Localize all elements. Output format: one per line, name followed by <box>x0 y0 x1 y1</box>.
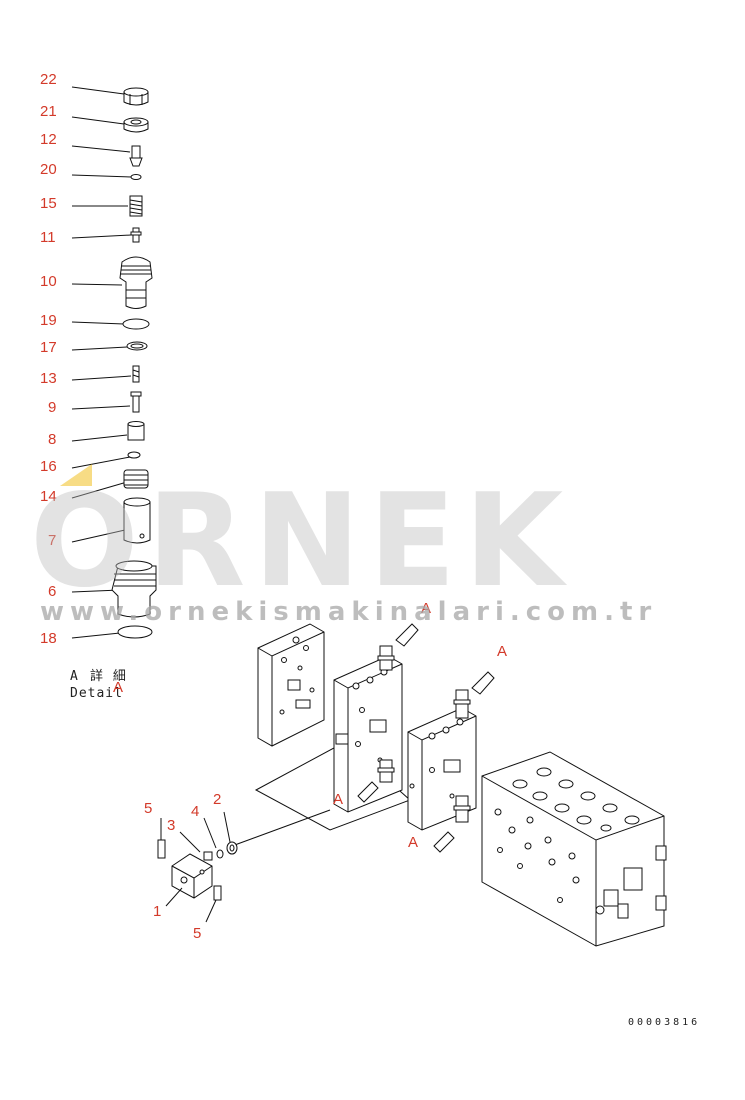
part-7-piston <box>123 497 151 544</box>
exploded-view <box>71 86 157 639</box>
callout-5-lower: 5 <box>193 925 201 942</box>
watermark-url: www.ornekismakinalari.com.tr <box>40 597 657 627</box>
callout-10: 10 <box>40 273 57 290</box>
section-marks: A A A A <box>333 600 507 851</box>
callout-21: 21 <box>40 103 57 120</box>
part-13-spring <box>132 365 140 383</box>
part-18-o-ring <box>117 625 153 639</box>
detail-caption-japanese: 詳 細 <box>90 668 127 684</box>
arrow-icon <box>357 781 379 803</box>
watermark-logo-accent <box>60 464 92 486</box>
part-22-cap-nut <box>123 87 149 106</box>
callout-6: 6 <box>48 583 56 600</box>
part-2-fitting <box>226 841 238 855</box>
callout-1: 1 <box>153 903 161 920</box>
small-parts <box>157 811 238 923</box>
callout-15: 15 <box>40 195 57 212</box>
valve-section-front <box>407 689 477 831</box>
callout-4: 4 <box>191 803 199 820</box>
callout-9: 9 <box>48 399 56 416</box>
document-number: 00003816 <box>628 1017 700 1028</box>
callout-19: 19 <box>40 312 57 329</box>
part-6-plug-body <box>111 560 157 618</box>
watermark-brand: ORNEK <box>30 467 571 616</box>
detail-caption: A 詳 細 Detail A <box>70 668 127 701</box>
section-mark-a: A <box>421 600 431 617</box>
assembly-callouts: 5 3 4 2 1 5 <box>144 791 221 942</box>
callout-3: 3 <box>167 817 175 834</box>
callout-13: 13 <box>40 370 57 387</box>
callout-2: 2 <box>213 791 221 808</box>
part-12-adjust-screw <box>129 145 143 167</box>
part-5-bolt-upper <box>157 839 166 859</box>
part-1-block <box>171 853 213 899</box>
callout-22: 22 <box>40 71 57 88</box>
part-4-ring <box>216 849 224 859</box>
callout-11: 11 <box>40 229 56 246</box>
valve-section-back <box>257 623 325 747</box>
main-valve-block <box>481 751 667 947</box>
part-10-valve-body <box>119 256 153 309</box>
part-9-poppet <box>130 391 142 413</box>
part-19-o-ring <box>122 318 150 330</box>
callout-8: 8 <box>48 431 56 448</box>
assembly-view <box>157 623 667 947</box>
part-16-ring <box>127 451 141 459</box>
watermark: ORNEK www.ornekismakinalari.com.tr <box>30 464 657 627</box>
arrow-icon <box>433 831 455 853</box>
part-8-sleeve <box>127 421 145 441</box>
part-5-bolt-lower <box>213 885 222 901</box>
callout-18: 18 <box>40 630 57 647</box>
detail-caption-english: Detail <box>70 686 123 701</box>
part-15-spring <box>129 195 143 217</box>
callout-7: 7 <box>48 532 56 549</box>
callout-5-upper: 5 <box>144 800 152 817</box>
callout-14: 14 <box>40 488 57 505</box>
arrow-icon <box>395 623 419 647</box>
callout-16: 16 <box>40 458 57 475</box>
callout-17: 17 <box>40 339 57 356</box>
leader-lines <box>71 86 133 639</box>
callout-20: 20 <box>40 161 57 178</box>
section-mark-a: A <box>408 834 418 851</box>
part-20-o-ring <box>130 174 142 180</box>
arrow-icon <box>471 671 495 695</box>
part-3-plug <box>203 851 213 861</box>
exploded-callouts: 22 21 12 20 15 11 10 19 17 13 9 8 16 14 … <box>40 71 57 647</box>
section-mark-a: A <box>497 643 507 660</box>
detail-caption-ref: A <box>70 669 79 684</box>
part-11-pin <box>130 227 142 243</box>
valve-section-middle <box>333 645 403 813</box>
part-17-backup-ring <box>126 341 148 351</box>
view-arrows <box>357 623 495 853</box>
part-21-lock-nut <box>123 117 149 133</box>
assembly-axis-line <box>231 809 331 847</box>
callout-12: 12 <box>40 131 57 148</box>
section-mark-a: A <box>333 791 343 808</box>
part-14-spring <box>123 469 149 489</box>
detail-caption-section-mark: A <box>113 679 123 696</box>
